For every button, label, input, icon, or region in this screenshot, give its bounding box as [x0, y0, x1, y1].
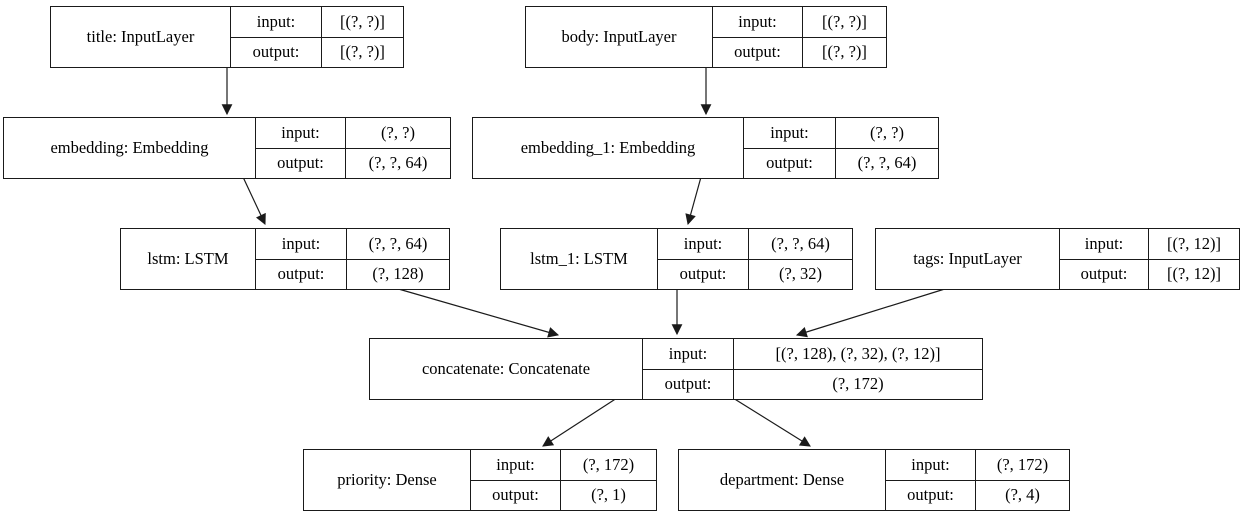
input-key-label: input:	[744, 118, 836, 148]
input-key-label: input:	[256, 118, 346, 148]
input-key-label: input:	[471, 450, 561, 480]
output-shape-value: (?, 32)	[778, 264, 823, 284]
input-shape-value: [(?, 12)]	[1166, 233, 1222, 253]
output-key-label: output:	[713, 37, 803, 67]
output-shape-value: [(?, ?)]	[340, 42, 385, 62]
output-key-label: output:	[256, 259, 347, 289]
input-shape-value: (?, ?)	[381, 122, 415, 142]
node-tags: tags: InputLayer input: [(?, 12)] output…	[875, 228, 1240, 290]
input-key-label: input:	[256, 229, 347, 259]
input-shape-value: (?, 172)	[996, 454, 1049, 474]
output-key-label: output:	[658, 259, 749, 289]
layer-name-label: embedding: Embedding	[4, 118, 256, 178]
output-shape-value: (?, ?, 64)	[857, 153, 917, 173]
node-body: body: InputLayer input: [(?, ?)] output:…	[525, 6, 887, 68]
output-key-label: output:	[471, 480, 561, 510]
input-shape-value: (?, ?)	[870, 122, 904, 142]
input-key-label: input:	[231, 7, 322, 37]
output-shape-value: [(?, 12)]	[1166, 264, 1222, 284]
edge-concatenate-department	[732, 397, 811, 447]
output-key-label: output:	[643, 369, 734, 399]
input-key-label: input:	[1060, 229, 1149, 259]
layer-name-label: lstm_1: LSTM	[501, 229, 658, 289]
node-priority: priority: Dense input: (?, 172) output: …	[303, 449, 657, 511]
edge-tags-concatenate	[795, 287, 949, 338]
output-key-label: output:	[744, 148, 836, 178]
input-shape-value: (?, ?, 64)	[368, 233, 428, 253]
input-key-label: input:	[713, 7, 803, 37]
edge-concatenate-priority	[542, 397, 618, 447]
input-shape-value: [(?, ?)]	[340, 11, 385, 31]
layer-name-label: body: InputLayer	[526, 7, 713, 67]
output-shape-value: (?, ?, 64)	[368, 153, 428, 173]
output-key-label: output:	[1060, 259, 1149, 289]
output-key-label: output:	[256, 148, 346, 178]
node-department: department: Dense input: (?, 172) output…	[678, 449, 1070, 511]
layer-name-label: priority: Dense	[304, 450, 471, 510]
node-embedding: embedding: Embedding input: (?, ?) outpu…	[3, 117, 451, 179]
node-title: title: InputLayer input: [(?, ?)] output…	[50, 6, 404, 68]
edge-embedding_1-lstm_1	[685, 176, 702, 226]
node-lstm: lstm: LSTM input: (?, ?, 64) output: (?,…	[120, 228, 450, 290]
input-key-label: input:	[658, 229, 749, 259]
input-key-label: input:	[643, 339, 734, 369]
edge-embedding-lstm	[242, 176, 266, 225]
edge-lstm-concatenate	[394, 287, 560, 338]
output-shape-value: (?, 1)	[591, 485, 626, 505]
layer-name-label: concatenate: Concatenate	[370, 339, 643, 399]
node-concatenate: concatenate: Concatenate input: [(?, 128…	[369, 338, 983, 400]
layer-name-label: lstm: LSTM	[121, 229, 256, 289]
layer-name-label: embedding_1: Embedding	[473, 118, 744, 178]
input-shape-value: [(?, ?)]	[822, 11, 867, 31]
output-key-label: output:	[231, 37, 322, 67]
node-lstm_1: lstm_1: LSTM input: (?, ?, 64) output: (…	[500, 228, 853, 290]
output-key-label: output:	[886, 480, 976, 510]
input-shape-value: (?, 172)	[582, 454, 635, 474]
layer-name-label: department: Dense	[679, 450, 886, 510]
input-shape-value: [(?, 128), (?, 32), (?, 12)]	[775, 343, 941, 363]
input-key-label: input:	[886, 450, 976, 480]
layer-name-label: title: InputLayer	[51, 7, 231, 67]
layer-name-label: tags: InputLayer	[876, 229, 1060, 289]
node-embedding_1: embedding_1: Embedding input: (?, ?) out…	[472, 117, 939, 179]
output-shape-value: (?, 128)	[372, 264, 424, 284]
output-shape-value: [(?, ?)]	[822, 42, 867, 62]
input-shape-value: (?, ?, 64)	[771, 233, 830, 253]
output-shape-value: (?, 172)	[832, 374, 884, 394]
output-shape-value: (?, 4)	[1005, 485, 1040, 505]
